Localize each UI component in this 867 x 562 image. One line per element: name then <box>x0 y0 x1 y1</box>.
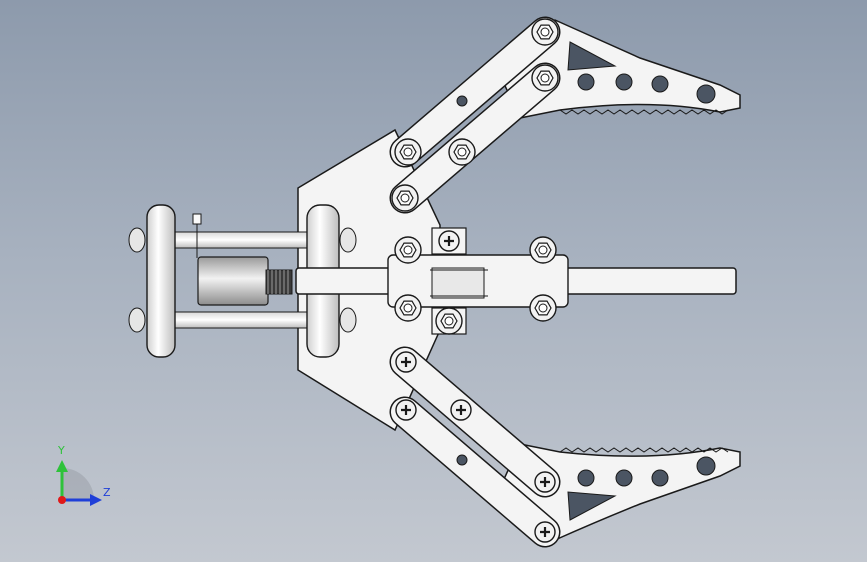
upper-jaw <box>499 19 741 119</box>
upper-link-inner <box>391 64 559 212</box>
lower-jaw <box>499 443 741 541</box>
guide-rod-top <box>164 231 326 249</box>
guide-rod-bottom <box>164 311 326 329</box>
lower-link-inner <box>391 348 559 496</box>
upper-link-outer <box>391 18 559 166</box>
coordinate-triad-icon <box>56 460 102 506</box>
phillips-screw-icon <box>437 229 461 253</box>
y-axis-label: Y <box>58 444 65 457</box>
hex-nut-icon <box>435 307 463 335</box>
z-axis-label: Z <box>103 486 111 499</box>
motor <box>197 256 269 306</box>
lower-link-outer <box>391 398 559 546</box>
rear-disc <box>146 204 176 358</box>
